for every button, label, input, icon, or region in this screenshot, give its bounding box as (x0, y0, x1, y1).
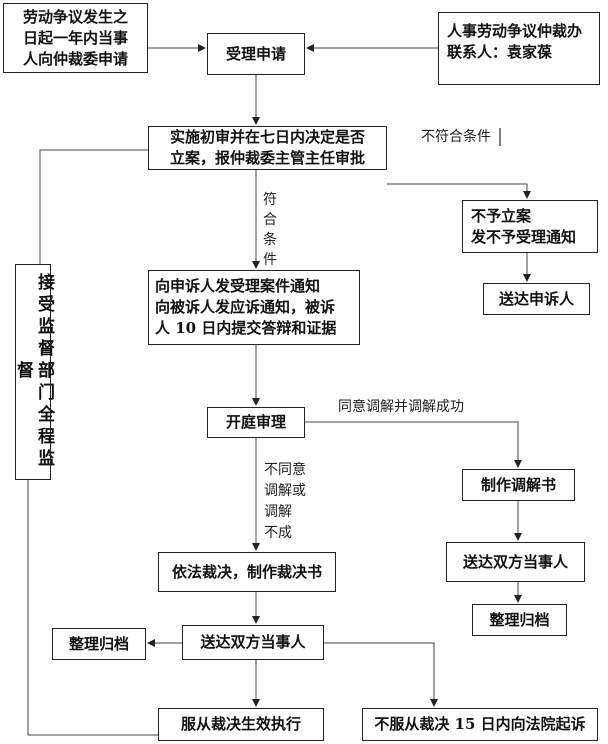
archive-right-text: 整理归档 (489, 610, 550, 629)
serve-both-box: 送达双方当事人 (182, 625, 324, 660)
serve-applicant-box: 送达申诉人 (483, 283, 590, 315)
accept-text: 受理申请 (225, 44, 286, 63)
supervise-text: 接受监督部门全程监督 (13, 273, 54, 471)
archive-left-text: 整理归档 (68, 634, 129, 653)
qualified-label: 符合条件 (263, 190, 277, 270)
contact-box: 人事劳动争议仲裁办联系人：袁家葆 (438, 12, 600, 85)
reject-box: 不予立案发不予受理通知 (462, 200, 598, 253)
hearing-text: 开庭审理 (225, 413, 286, 431)
arrow-hearing-mediation (305, 421, 522, 468)
notify-line: 向申诉人发受理案件通知 (155, 277, 321, 295)
label-line: 调解 (264, 504, 292, 520)
arrow-review-reject (387, 183, 531, 199)
mediation-doc-box: 制作调解书 (462, 469, 575, 501)
serve-both-right-text: 送达双方当事人 (462, 552, 568, 571)
supervise-box: 接受监督部门全程监督 (13, 264, 54, 480)
comply-box: 服从裁决生效执行 (158, 708, 324, 741)
contact-line: 联系人：袁家葆 (447, 43, 553, 61)
apply-line: 劳动争议发生之 (22, 7, 128, 26)
comply-text: 服从裁决生效执行 (180, 715, 301, 733)
appeal-box: 不服从裁决 15 日内向法院起诉 (362, 708, 598, 741)
mediation-doc-text: 制作调解书 (480, 475, 556, 494)
notify-line: 向被诉人发应诉通知，被诉 (155, 298, 336, 316)
supervise-line-top (39, 149, 148, 264)
label-char: 件 (263, 252, 277, 268)
supervise-line-bottom (27, 480, 158, 736)
archive-right-box: 整理归档 (472, 604, 567, 636)
no-mediation-label: 不同意调解或调解不成 (264, 460, 306, 544)
appeal-text: 不服从裁决 15 日内向法院起诉 (374, 715, 586, 733)
apply-line: 人向仲裁委申请 (22, 49, 128, 68)
not-qualified-label: 不符合条件 (421, 129, 491, 145)
review-line: 实施初审并在七日内决定是否 (169, 128, 365, 146)
serve-both-text: 送达双方当事人 (200, 633, 306, 651)
contact-line: 人事劳动争议仲裁办 (447, 22, 583, 40)
label-line: 调解或 (264, 483, 306, 499)
label-char: 条 (263, 232, 277, 248)
serve-both-right-box: 送达双方当事人 (446, 542, 585, 582)
review-line: 立案，报仲裁委主管主任审批 (169, 149, 365, 167)
ruling-text: 依法裁决，制作裁决书 (171, 562, 322, 581)
label-line: 不成 (264, 525, 292, 541)
ruling-box: 依法裁决，制作裁决书 (158, 552, 336, 592)
serve-applicant-text: 送达申诉人 (498, 289, 574, 308)
reject-line: 不予立案 (471, 206, 532, 225)
hearing-box: 开庭审理 (207, 407, 305, 438)
archive-left-box: 整理归档 (52, 628, 146, 660)
review-box: 实施初审并在七日内决定是否立案，报仲裁委主管主任审批 (148, 126, 387, 170)
mediation-label: 同意调解并调解成功 (338, 399, 464, 415)
accept-box: 受理申请 (207, 33, 305, 75)
label-line: 不同意 (264, 462, 306, 478)
apply-box: 劳动争议发生之日起一年内当事人向仲裁委申请 (3, 3, 148, 73)
notify-line: 人 10 日内提交答辩和证据 (155, 319, 337, 337)
arrow-serve-appeal (324, 642, 438, 707)
notify-box: 向申诉人发受理案件通知向被诉人发应诉通知，被诉人 10 日内提交答辩和证据 (148, 270, 360, 345)
label-char: 符 (263, 192, 277, 208)
reject-line: 发不予受理通知 (471, 227, 577, 246)
label-char: 合 (263, 212, 277, 228)
apply-line: 日起一年内当事 (22, 28, 128, 47)
